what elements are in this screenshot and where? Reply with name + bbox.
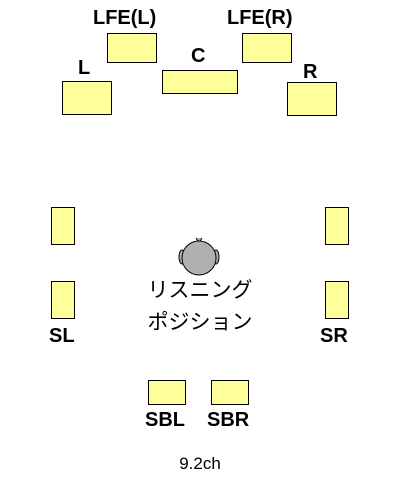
front-right-speaker — [287, 82, 337, 116]
lfe-right-label: LFE(R) — [227, 7, 293, 29]
surround-back-left-speaker — [148, 380, 186, 405]
surround-left-label: SL — [49, 325, 75, 347]
side-right-upper-speaker — [325, 207, 349, 245]
listening-position-line2: ポジション — [147, 310, 253, 334]
channel-config-label: 9.2ch — [179, 454, 221, 473]
lfe-right-speaker — [242, 33, 292, 63]
front-right-label: R — [303, 61, 318, 83]
surround-left-speaker — [51, 281, 75, 319]
listener-head-icon — [178, 237, 220, 276]
listening-position-line1: リスニング — [147, 278, 253, 302]
front-left-label: L — [78, 57, 91, 79]
surround-back-right-speaker — [211, 380, 249, 405]
center-speaker — [162, 70, 238, 94]
surround-back-left-label: SBL — [145, 409, 185, 431]
side-left-upper-speaker — [51, 207, 75, 245]
front-left-speaker — [62, 81, 112, 115]
lfe-left-speaker — [107, 33, 157, 63]
surround-right-label: SR — [320, 325, 348, 347]
surround-back-right-label: SBR — [207, 409, 250, 431]
center-label: C — [191, 45, 206, 67]
surround-right-speaker — [325, 281, 349, 319]
lfe-left-label: LFE(L) — [93, 7, 157, 29]
